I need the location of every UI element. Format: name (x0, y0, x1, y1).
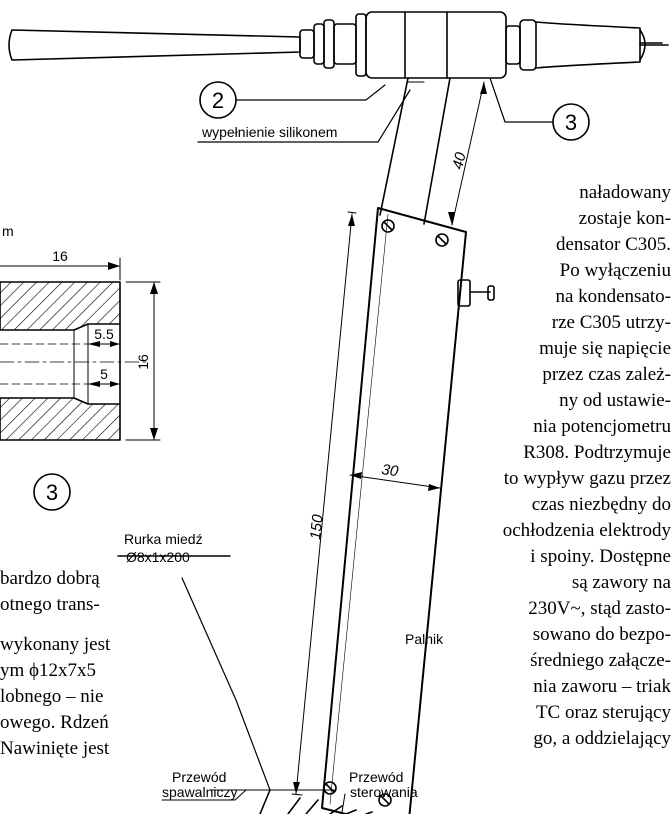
weld-cable-label-line1: Przewód (172, 769, 226, 785)
right-line-3: Po wyłączeniu (560, 260, 671, 281)
left-column-text: bardzo dobrą otnego trans- wykonany jest… (0, 568, 111, 759)
left-line-4: lobnego – nie (0, 686, 103, 707)
dim-16-top-label: 16 (52, 248, 68, 264)
right-line-9: nia potencjometru (533, 416, 671, 437)
screw-top-right (435, 233, 449, 247)
right-line-20: TC oraz sterujący (536, 702, 671, 723)
tube-leader (117, 555, 271, 791)
right-line-10: R308. Podtrzymuje (523, 442, 671, 463)
torch-handle (8, 13, 367, 77)
right-line-21: go, a oddzielający (533, 728, 671, 749)
right-line-17: sowano do bezpo- (533, 624, 671, 645)
screw-top-left (381, 219, 395, 233)
dim-16-side-label: 16 (135, 354, 151, 370)
dim-150-label: 150 (307, 513, 327, 540)
control-cable-label-line2: sterowania (350, 784, 418, 800)
dim-150-line (291, 211, 357, 796)
dim-40-line (448, 81, 487, 226)
right-line-6: muje się napięcie (539, 338, 671, 359)
right-line-19: nia zaworu – triak (533, 676, 671, 697)
right-line-5: rze C305 utrzy- (552, 312, 671, 333)
dim-5-5-label: 5.5 (94, 326, 114, 342)
detail-unit-fragment: m (2, 223, 14, 239)
left-line-5: owego. Rdzeń (0, 712, 109, 733)
right-line-14: i spoiny. Dostępne (530, 546, 671, 567)
control-cable-label-line1: Przewód (349, 769, 403, 785)
dim-30-label: 30 (380, 461, 400, 480)
right-column-text: naładowany zostaje kon- densator C305. P… (503, 182, 671, 749)
torch-head (365, 11, 669, 79)
callout-2 (197, 81, 411, 143)
right-line-7: przez czas zależ- (542, 364, 671, 385)
dim-5-label: 5 (100, 366, 108, 382)
silicone-label: wypełnienie silikonem (201, 124, 337, 140)
right-line-0: naładowany (579, 182, 671, 203)
right-line-2: densator C305. (556, 234, 671, 255)
right-line-15: są zawory na (572, 572, 671, 593)
left-line-1: otnego trans- (0, 594, 100, 615)
torch-label: Palnik (405, 631, 444, 647)
dim-30-line (349, 472, 441, 491)
detail-dimensions (0, 257, 161, 441)
weld-cable-label-line2: spawalniczy (162, 784, 237, 800)
callout-3-detail (33, 473, 71, 511)
right-line-18: średniego załącze- (530, 650, 671, 671)
screw-bottom-right (378, 793, 392, 807)
switch (457, 279, 495, 307)
tube-label-line1: Rurka miedź (124, 531, 203, 547)
left-line-6: Nawinięte jest (0, 738, 110, 759)
right-line-12: czas niezbędny do (532, 494, 671, 515)
cables (209, 789, 373, 814)
right-line-13: ochłodzenia elektrody (503, 520, 671, 541)
tube-label-line2: Ø8x1x200 (126, 549, 190, 565)
callout-3-detail-label: 3 (46, 480, 58, 505)
right-line-8: ny od ustawie- (559, 390, 671, 411)
right-line-11: to wypływ gazu przez (504, 468, 671, 489)
cable-leaders (161, 789, 346, 813)
control-box (321, 207, 467, 814)
callout-3-label: 3 (565, 110, 577, 135)
detail-section (0, 281, 151, 441)
right-line-4: na kondensato- (555, 286, 671, 307)
callout-2-label: 2 (212, 88, 224, 113)
torch-neck (379, 77, 451, 225)
left-line-3: ym ϕ12x7x5 (0, 660, 96, 681)
right-line-16: 230V~, stąd zasto- (528, 598, 671, 619)
right-line-1: zostaje kon- (579, 208, 671, 229)
left-line-0: bardzo dobrą (0, 568, 100, 589)
callout-3 (489, 77, 590, 141)
left-line-2: wykonany jest (0, 634, 111, 655)
screw-bottom-left (323, 781, 337, 795)
dim-40-label: 40 (449, 150, 469, 171)
